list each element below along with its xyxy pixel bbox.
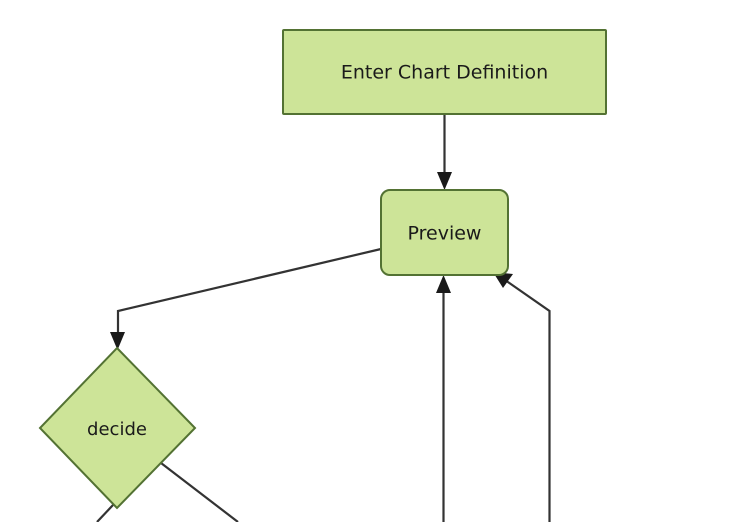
arrowhead-up-icon xyxy=(436,275,451,293)
node-preview[interactable]: Preview xyxy=(380,189,509,276)
edge-decide-bottom-out[interactable] xyxy=(96,504,114,522)
edge-decide-right-out[interactable] xyxy=(160,462,239,522)
edge-bottom-center-to-preview[interactable] xyxy=(436,275,451,522)
node-decide-shape xyxy=(38,346,197,510)
node-layer: Enter Chart Definition Preview decide xyxy=(38,29,607,510)
node-decide[interactable]: decide xyxy=(38,346,197,510)
node-enter-chart-definition-shape xyxy=(282,29,607,115)
node-decide-label: decide xyxy=(87,419,147,440)
arrowhead-down-icon xyxy=(437,172,452,190)
edge-enter-to-preview[interactable] xyxy=(437,114,452,190)
edge-layer xyxy=(96,114,551,522)
edge-preview-to-decide[interactable] xyxy=(110,247,382,350)
node-preview-shape xyxy=(380,189,509,276)
node-enter-chart-definition-label: Enter Chart Definition xyxy=(341,62,548,84)
node-preview-label: Preview xyxy=(408,223,482,245)
arrowhead-down-icon xyxy=(110,332,125,350)
edge-bottom-right-to-preview[interactable] xyxy=(493,272,551,522)
node-enter-chart-definition[interactable]: Enter Chart Definition xyxy=(282,29,607,115)
